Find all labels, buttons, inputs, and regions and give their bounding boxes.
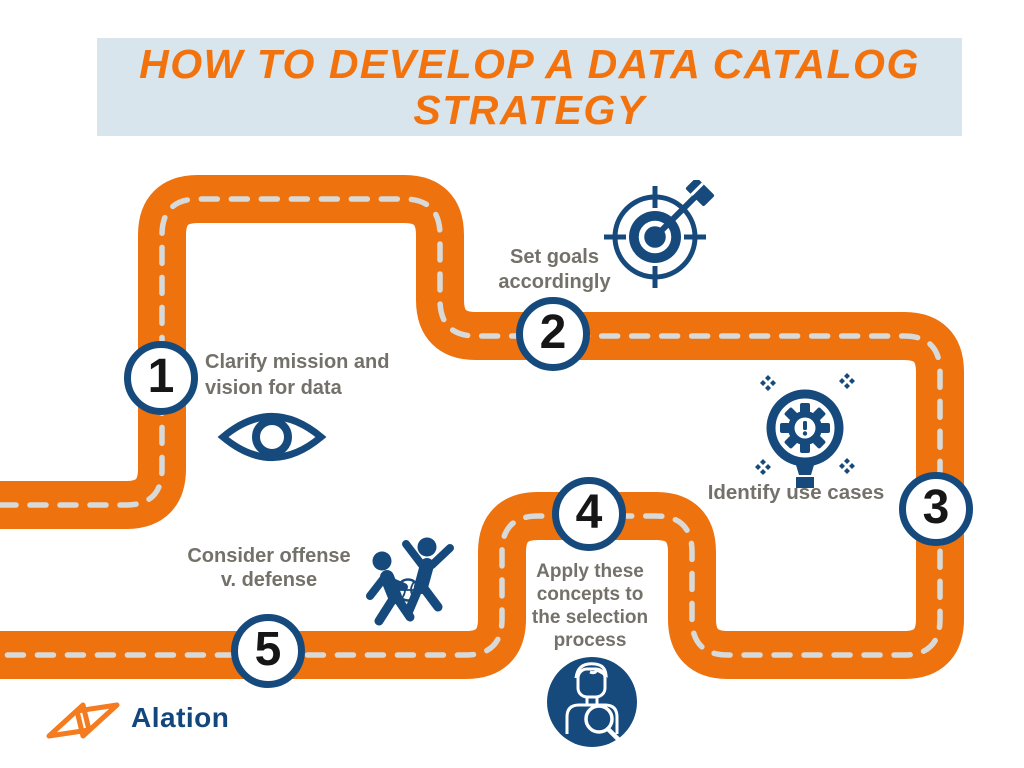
target-arrow-icon bbox=[604, 180, 715, 288]
person-search-icon bbox=[547, 657, 637, 747]
step-5-label: Consider offense v. defense bbox=[180, 544, 358, 592]
step-2-label-line1: Set goals bbox=[510, 246, 599, 268]
step-5-label-line1: Consider offense bbox=[187, 545, 351, 567]
step-1-number: 1 bbox=[147, 350, 175, 403]
page-title-line1: HOW TO DEVELOP A DATA CATALOG bbox=[139, 41, 920, 87]
alation-wordmark: Alation bbox=[131, 702, 230, 733]
step-5-number: 5 bbox=[254, 623, 282, 676]
step-3-label-line1: Identify use cases bbox=[707, 481, 885, 504]
step-5-marker: 5 bbox=[231, 614, 305, 688]
step-4-marker: 4 bbox=[552, 477, 626, 551]
sparkle-icon bbox=[760, 375, 776, 391]
step-2-marker: 2 bbox=[516, 297, 590, 371]
step-3-label: Identify use cases bbox=[698, 481, 894, 505]
step-5-label-line2: v. defense bbox=[220, 569, 318, 591]
step-1-label-line2: vision for data bbox=[205, 377, 342, 399]
step-4-number: 4 bbox=[575, 486, 603, 539]
step-4-label-line4: process bbox=[553, 630, 627, 651]
step-4-label-line3: the selection bbox=[531, 607, 649, 628]
step-2-label-line2: accordingly bbox=[498, 271, 611, 293]
eye-icon bbox=[217, 413, 327, 461]
step-4-label-line2: concepts to bbox=[536, 584, 644, 605]
title-banner: HOW TO DEVELOP A DATA CATALOG STRATEGY bbox=[97, 38, 962, 136]
step-1-marker: 1 bbox=[124, 341, 198, 415]
sparkle-icon bbox=[755, 459, 771, 475]
basketball-players-icon bbox=[366, 537, 454, 626]
magnifier-gear-alert-icon bbox=[755, 373, 855, 488]
page-title-line2: STRATEGY bbox=[413, 87, 646, 133]
alation-logo: Alation bbox=[35, 696, 229, 744]
step-2-number: 2 bbox=[539, 306, 567, 359]
step-3-number: 3 bbox=[922, 481, 950, 534]
step-3-marker: 3 bbox=[899, 472, 973, 546]
step-1-label-line1: Clarify mission and bbox=[205, 351, 390, 373]
step-2-label: Set goals accordingly bbox=[477, 245, 632, 295]
sparkle-icon bbox=[839, 458, 855, 474]
alation-bowtie-icon bbox=[46, 702, 120, 739]
step-4-label-line1: Apply these bbox=[536, 561, 644, 582]
step-1-label: Clarify mission and vision for data bbox=[205, 349, 415, 401]
sparkle-icon bbox=[839, 373, 855, 389]
step-4-label: Apply these concepts to the selection pr… bbox=[515, 560, 665, 652]
